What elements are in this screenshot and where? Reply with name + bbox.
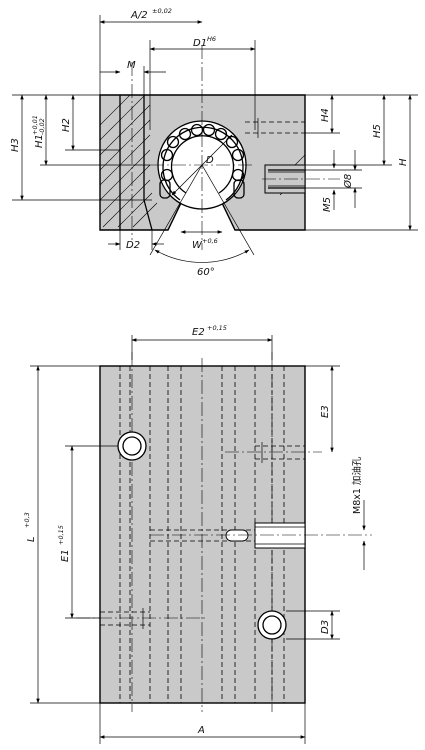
bearing-outer-race [162, 126, 244, 201]
label-D: D [206, 155, 214, 166]
label-D1: D1 [193, 38, 207, 49]
counterbore-right [143, 199, 153, 231]
label-angle-60: 60° [197, 267, 215, 278]
label-D2: D2 [126, 240, 140, 251]
label-H: H [398, 158, 409, 166]
hidden-threaded-hole-upper [225, 442, 322, 463]
label-oil-hole: M8x1 加油孔 [351, 456, 363, 514]
label-M5: M5 [322, 197, 333, 212]
label-H1-tol-lower: -0,02 [38, 118, 46, 135]
label-H3: H3 [10, 138, 21, 152]
label-L: L [26, 536, 37, 542]
label-H1: H1 [34, 134, 45, 148]
label-L-tol: +0,3 [23, 512, 31, 528]
label-W: W [192, 240, 203, 251]
label-E1-tol: +0,15 [57, 525, 65, 545]
label-E3: E3 [320, 405, 331, 418]
label-H2: H2 [61, 118, 72, 132]
top-view: E2 +0,15 E3 L +0,3 E1 +0,15 M8x1 加油孔 D3 … [23, 324, 372, 744]
label-D3: D3 [320, 620, 331, 634]
label-D1-tol: H6 [207, 35, 216, 43]
label-E2: E2 [192, 327, 205, 338]
label-H1-tol-upper: +0,01 [31, 115, 39, 135]
label-E1: E1 [60, 549, 71, 562]
label-M: M [127, 60, 136, 71]
bolt-hole-bottom-right [257, 610, 287, 640]
oil-hole [150, 522, 372, 549]
front-view: D A/2 ±0,02 D1 H6 M H3 H1 +0,01 -0,02 H2 [10, 7, 418, 278]
label-E2-tol: +0,15 [207, 324, 227, 332]
label-A-half: A/2 [130, 10, 148, 21]
bolt-hole-top-left [117, 431, 147, 461]
label-H5: H5 [372, 124, 383, 138]
label-H4: H4 [320, 108, 331, 122]
label-W-tol: +0,6 [202, 237, 218, 245]
label-A: A [197, 725, 205, 736]
label-A-half-tol: ±0,02 [152, 7, 172, 15]
hidden-threaded-hole-lower [76, 608, 205, 629]
label-phi8: Ø8 [342, 174, 354, 189]
